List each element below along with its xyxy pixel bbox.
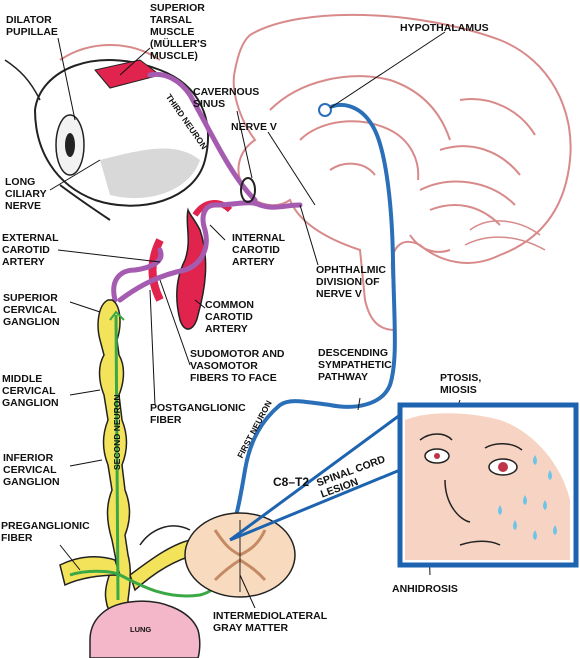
label-ophthalmic-division: OPHTHALMIC DIVISION OF NERVE V	[316, 264, 386, 300]
leader-lines	[49, 31, 461, 609]
label-lung: LUNG	[130, 625, 152, 634]
label-second-neuron: SECOND NEURON	[112, 394, 122, 470]
label-nerve-v: NERVE V	[231, 121, 277, 133]
lung	[89, 600, 201, 658]
third-neuron-path	[111, 71, 303, 303]
label-superior-tarsal-muscle: SUPERIOR TARSAL MUSCLE (MÜLLER'S MUSCLE)	[150, 2, 207, 62]
hypothalamus-node	[318, 103, 332, 117]
label-anhidrosis: ANHIDROSIS	[392, 583, 458, 595]
cerebellum-folds	[464, 220, 546, 251]
label-external-carotid-artery: EXTERNAL CAROTID ARTERY	[2, 232, 59, 268]
label-long-ciliary-nerve: LONG CILIARY NERVE	[5, 176, 47, 212]
label-internal-carotid-artery: INTERNAL CAROTID ARTERY	[232, 232, 286, 268]
label-preganglionic-fiber: PREGANGLIONIC FIBER	[1, 520, 90, 544]
label-cavernous-sinus: CAVERNOUS SINUS	[193, 86, 260, 110]
label-common-carotid-artery: COMMON CAROTID ARTERY	[205, 299, 254, 335]
label-superior-cervical-ganglion: SUPERIOR CERVICAL GANGLION	[3, 292, 60, 328]
lesion-connector	[229, 413, 401, 542]
label-hypothalamus: HYPOTHALAMUS	[400, 22, 489, 34]
face-illustration	[405, 413, 570, 560]
label-dilator-pupillae: DILATOR PUPILLAE	[6, 14, 58, 38]
eye	[4, 44, 209, 221]
sympathetic-chain	[59, 299, 196, 626]
spinal-cord-section	[139, 512, 296, 598]
label-postganglionic-fiber: POSTGANGLIONIC FIBER	[150, 402, 246, 426]
label-c8-t2: C8–T2	[273, 475, 310, 489]
descending-pathway-line	[228, 103, 397, 536]
label-ptosis-miosis: PTOSIS, MIOSIS	[440, 372, 482, 396]
second-neuron-line	[114, 314, 120, 601]
superior-ganglion-fork	[109, 310, 125, 321]
label-middle-cervical-ganglion: MIDDLE CERVICAL GANGLION	[2, 373, 59, 409]
brain-outline	[232, 13, 572, 332]
label-inferior-cervical-ganglion: INFERIOR CERVICAL GANGLION	[3, 452, 60, 488]
label-descending-sympathetic-pathway: DESCENDING SYMPATHETIC PATHWAY	[318, 347, 392, 383]
cavernous-sinus-loop	[240, 177, 256, 203]
label-sudomotor-vasomotor: SUDOMOTOR AND VASOMOTOR FIBERS TO FACE	[190, 348, 285, 384]
label-intermediolateral-gray-matter: INTERMEDIOLATERAL GRAY MATTER	[213, 610, 328, 634]
